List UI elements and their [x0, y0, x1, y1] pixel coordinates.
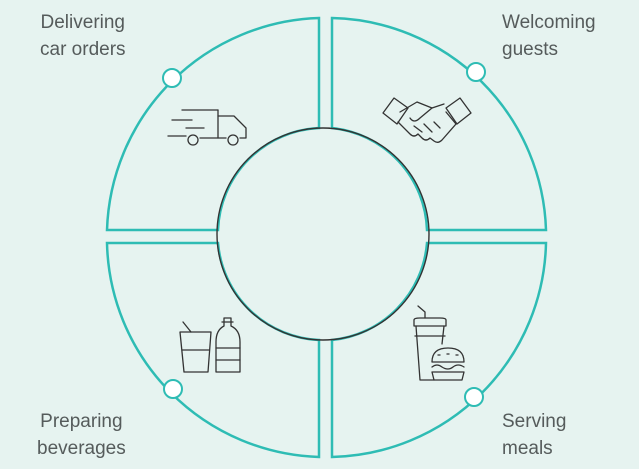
label-line: meals — [502, 438, 553, 459]
label-welcoming-guests: Welcoming guests — [502, 9, 596, 63]
label-line: Delivering — [40, 12, 125, 33]
meal-icon — [413, 305, 465, 381]
node-top-right — [466, 62, 486, 82]
label-line: guests — [502, 39, 558, 60]
node-bottom-left — [163, 379, 183, 399]
segment-bottom-left — [105, 241, 321, 459]
segment-bottom-right — [330, 241, 548, 459]
handshake-icon — [382, 97, 472, 143]
node-top-left — [162, 68, 182, 88]
delivery-truck-icon — [167, 109, 247, 146]
label-preparing-beverages: Preparing beverages — [37, 408, 126, 462]
label-line: Welcoming — [502, 12, 596, 33]
segment-top-right — [330, 16, 548, 232]
segment-top-left — [105, 16, 321, 232]
label-line: Preparing — [40, 411, 123, 432]
label-line: beverages — [37, 438, 126, 459]
label-delivering-car-orders: Delivering car orders — [40, 9, 126, 63]
beverages-icon — [179, 317, 241, 373]
label-line: Serving — [502, 411, 567, 432]
label-serving-meals: Serving meals — [502, 408, 566, 462]
center-circle — [216, 127, 430, 341]
label-line: car orders — [40, 39, 126, 60]
node-bottom-right — [464, 387, 484, 407]
